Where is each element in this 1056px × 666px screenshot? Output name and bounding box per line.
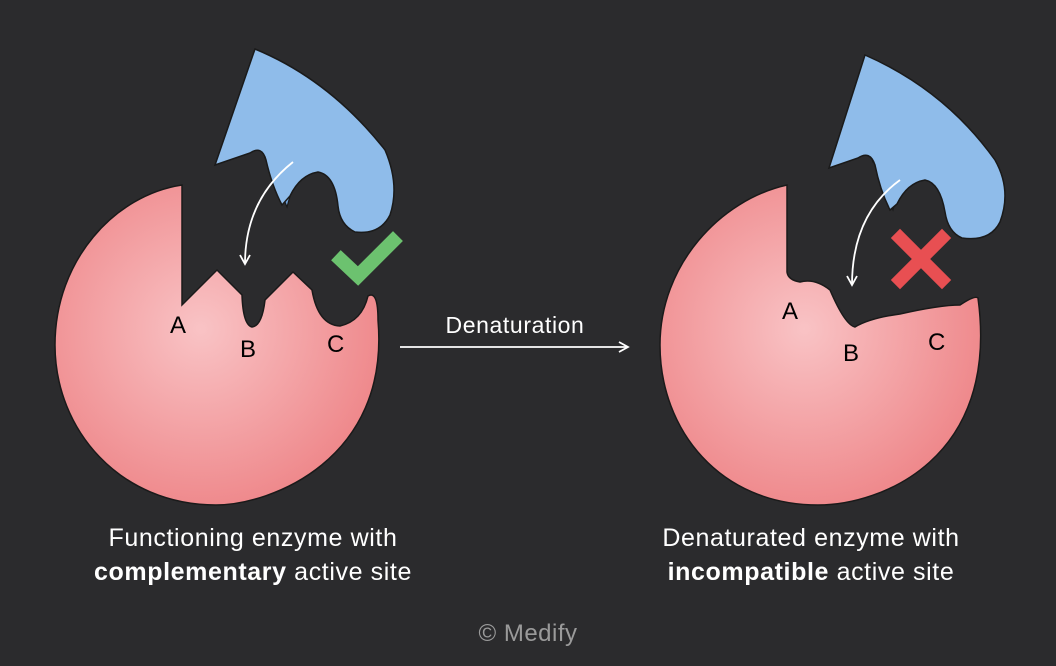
functioning-enzyme (54, 184, 380, 506)
checkmark-icon (331, 231, 403, 286)
caption-rest: active site (829, 558, 955, 586)
binding-arrow (239, 161, 294, 266)
caption-line-1: Denaturated enzyme with (662, 524, 960, 552)
substrate (213, 48, 395, 234)
site-label-a: A (170, 312, 186, 339)
caption-rest: active site (286, 558, 412, 586)
caption-bold-word: complementary (94, 558, 287, 586)
denatured-site-label-c: C (928, 329, 945, 356)
denatured-enzyme-group: A B C (659, 53, 1006, 506)
caption-line-2: incompatible active site (596, 555, 1026, 589)
denatured-site-label-a: A (782, 298, 798, 325)
denatured-enzyme (659, 184, 982, 506)
denaturation-label: Denaturation (445, 312, 585, 338)
caption-line-2: complementary active site (38, 555, 468, 589)
site-label-c: C (327, 331, 344, 358)
site-label-b: B (240, 336, 256, 363)
copyright-footer: © Medify (478, 620, 578, 647)
caption-bold-word: incompatible (667, 558, 830, 586)
functioning-enzyme-group: A B C (54, 48, 403, 506)
cross-icon (890, 228, 952, 290)
denatured-site-label-b: B (843, 340, 859, 367)
denatured-substrate (827, 53, 1006, 240)
denatured-enzyme-caption: Denaturated enzyme with incompatible act… (596, 521, 1026, 589)
functioning-enzyme-caption: Functioning enzyme with complementary ac… (38, 521, 468, 589)
denatured-binding-arrow (846, 179, 901, 287)
caption-line-1: Functioning enzyme with (108, 524, 398, 552)
